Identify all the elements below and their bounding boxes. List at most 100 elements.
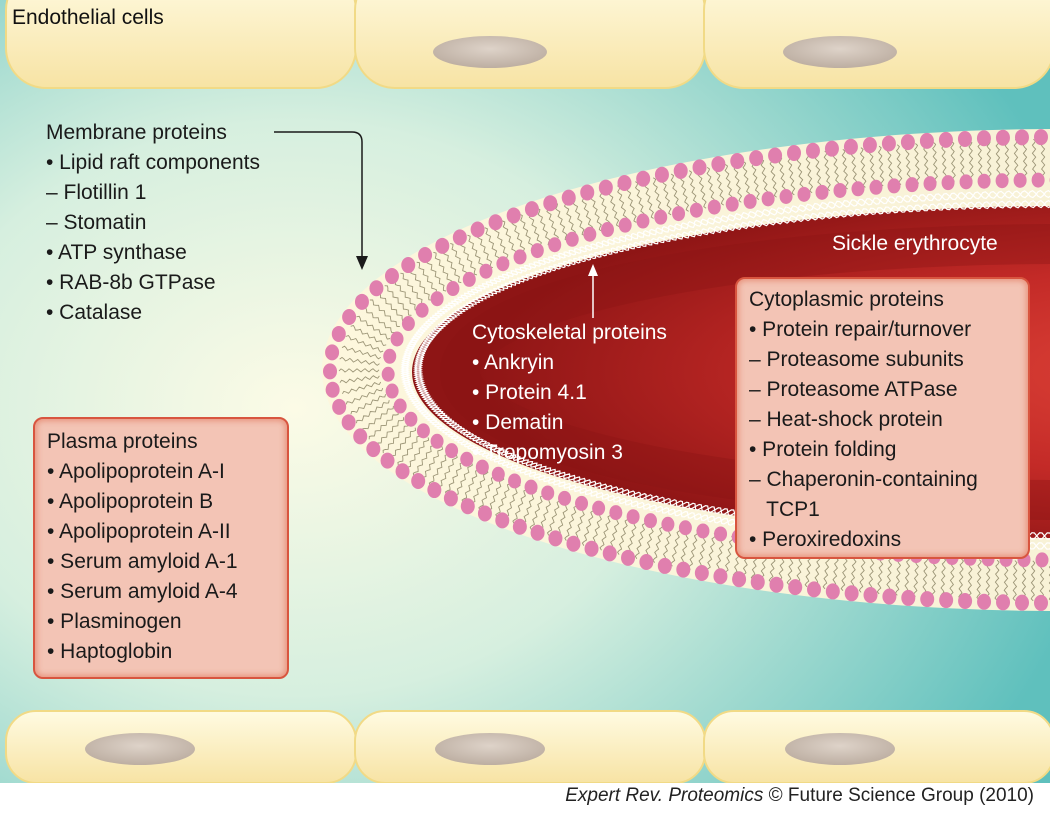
lipid-tail <box>495 479 513 518</box>
lipid-tail <box>608 187 620 227</box>
list-item: • Haptoglobin <box>47 640 173 663</box>
phospholipid-head <box>941 175 955 191</box>
lipid-tail <box>1030 560 1036 602</box>
lipid-tail <box>976 559 982 600</box>
phospholipid-head <box>460 451 474 467</box>
list-item: • Ankryin <box>472 351 555 374</box>
lipid-tail <box>444 458 466 495</box>
lipid-tail <box>769 157 778 198</box>
phospholipid-head <box>506 207 521 224</box>
figure-credit: Expert Rev. Proteomics © Future Science … <box>565 785 1034 807</box>
phospholipid-head <box>443 490 458 507</box>
phospholipid-head <box>833 182 847 198</box>
lipid-tail <box>876 553 884 595</box>
list-item: • RAB-8b GTPase <box>46 271 216 294</box>
lipid-tail <box>1039 560 1045 602</box>
lipid-tail <box>545 205 560 244</box>
phospholipid-head <box>566 535 581 552</box>
phospholipid-head <box>460 498 475 515</box>
lipid-tail <box>510 217 526 256</box>
lipid-tail <box>538 494 554 533</box>
lipid-tail <box>715 165 725 206</box>
lipid-tail <box>528 210 543 250</box>
phospholipid-head <box>654 209 668 225</box>
phospholipid-head <box>395 463 410 480</box>
phospholipid-head <box>470 221 485 238</box>
lipid-tail <box>634 519 647 559</box>
phospholipid-head <box>415 302 429 318</box>
copyright-text: © Future Science Group (2010) <box>763 785 1034 806</box>
phospholipid-head <box>512 518 527 535</box>
phospholipid-head <box>380 452 395 469</box>
list-item: • Dematin <box>472 411 564 434</box>
plasma-proteins-title: Plasma proteins <box>47 430 198 453</box>
phospholipid-head <box>957 130 972 147</box>
lipid-tail <box>461 465 481 503</box>
phospholipid-head <box>900 134 915 151</box>
lipid-tail <box>503 482 521 521</box>
lipid-tail <box>1021 560 1027 602</box>
phospholipid-head <box>863 587 878 604</box>
list-item: • Tropomyosin 3 <box>472 441 623 464</box>
phospholipid-head <box>825 583 840 600</box>
phospholipid-head <box>1035 552 1049 568</box>
list-item: – Heat-shock protein <box>749 408 943 431</box>
lipid-tail <box>967 558 973 600</box>
phospholipid-head <box>749 150 764 167</box>
phospholipid-head <box>919 132 934 149</box>
phospholipid-head <box>1015 594 1030 611</box>
phospholipid-head <box>592 500 606 516</box>
lipid-tail <box>914 143 921 184</box>
lipid-tail <box>433 251 454 288</box>
lipid-tail <box>995 139 1001 181</box>
phospholipid-head <box>617 175 632 192</box>
cytoplasmic-proteins-title: Cytoplasmic proteins <box>749 288 944 311</box>
phospholipid-head <box>404 411 418 427</box>
phospholipid-head <box>901 589 916 606</box>
lipid-tail <box>1031 138 1037 180</box>
lipid-tail <box>345 387 384 405</box>
lipid-tail <box>342 381 382 395</box>
endothelium-top <box>5 0 1050 89</box>
phospholipid-head <box>959 174 973 190</box>
lipid-tail <box>950 141 956 182</box>
phospholipid-head <box>331 325 346 342</box>
lipid-tail <box>502 220 518 259</box>
arrowhead-icon <box>588 264 598 276</box>
lipid-tail <box>512 485 529 524</box>
lipid-tail <box>599 189 611 230</box>
list-item: • Apolipoprotein A-I <box>47 460 225 483</box>
lipid-tail <box>968 140 974 182</box>
phospholipid-head <box>446 281 460 297</box>
lipid-tail <box>940 557 947 599</box>
lipid-tail <box>350 324 387 347</box>
phospholipid-head <box>689 202 703 218</box>
phospholipid-head <box>881 135 896 152</box>
lipid-tail <box>519 213 535 253</box>
lipid-tail <box>362 405 394 432</box>
phospholipid-head <box>488 214 503 231</box>
phospholipid-head <box>342 309 357 326</box>
phospholipid-head <box>561 189 576 206</box>
phospholipid-head <box>977 173 991 189</box>
phospholipid-head <box>384 268 399 285</box>
cytoskeletal-proteins-list: Cytoskeletal proteins • Ankryin • Protei… <box>472 318 667 468</box>
lipid-tail <box>356 315 391 340</box>
lipid-tail <box>733 162 743 203</box>
phospholipid-head <box>725 196 739 212</box>
lipid-tail <box>458 238 478 276</box>
phospholipid-head <box>862 137 877 154</box>
lipid-tail <box>617 185 628 225</box>
lipid-tail <box>670 526 682 567</box>
list-item: – Stomatin <box>46 211 147 234</box>
phospholipid-head <box>714 526 728 542</box>
lipid-tail <box>368 411 399 440</box>
list-item: • Protein 4.1 <box>472 381 587 404</box>
phospholipid-head <box>393 398 407 414</box>
lipid-tail <box>377 292 406 322</box>
plasma-proteins-box: Plasma proteins • Apolipoprotein A-I • A… <box>33 417 289 679</box>
lipid-tail <box>850 148 858 189</box>
phospholipid-head <box>508 473 522 489</box>
phospholipid-head <box>325 344 340 361</box>
